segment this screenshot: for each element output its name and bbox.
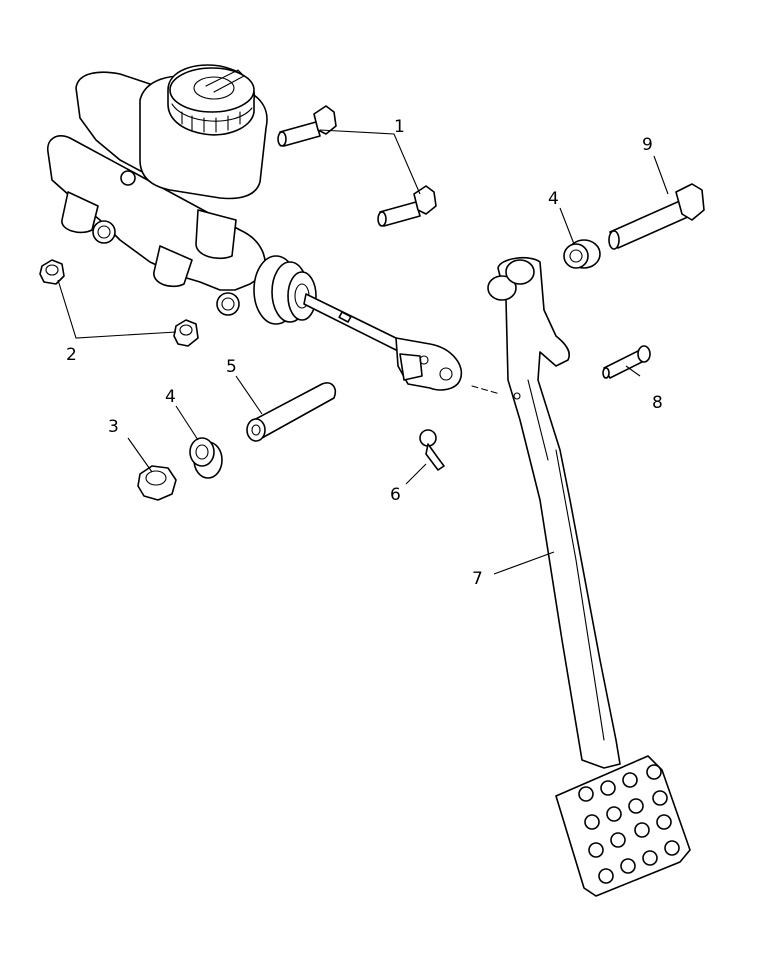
sleeve bbox=[246, 382, 337, 442]
clevis-pin bbox=[602, 345, 651, 379]
master-cylinder bbox=[46, 64, 463, 391]
callout-2: 2 bbox=[66, 345, 77, 365]
bolt-upper bbox=[277, 105, 337, 147]
callout-4-left: 4 bbox=[165, 387, 176, 407]
pad-holes bbox=[578, 764, 680, 884]
bushing-right bbox=[563, 239, 601, 269]
callout-5: 5 bbox=[226, 357, 237, 377]
callout-9: 9 bbox=[642, 135, 653, 155]
callout-3: 3 bbox=[108, 417, 119, 437]
callout-4-right: 4 bbox=[548, 189, 559, 209]
pedal-pad bbox=[555, 755, 691, 897]
locknut bbox=[137, 465, 177, 501]
leader-lines bbox=[57, 129, 669, 575]
nut-right bbox=[173, 319, 199, 347]
retaining-clip bbox=[419, 429, 445, 471]
callout-1: 1 bbox=[394, 117, 405, 137]
pivot-bolt bbox=[608, 183, 705, 250]
callout-6: 6 bbox=[390, 485, 401, 505]
nut-left bbox=[39, 259, 65, 285]
callout-8: 8 bbox=[652, 393, 663, 413]
bolt-lower bbox=[377, 185, 437, 227]
pedal-arm bbox=[471, 256, 621, 769]
callout-7: 7 bbox=[472, 569, 483, 589]
bushing-left bbox=[189, 437, 223, 479]
